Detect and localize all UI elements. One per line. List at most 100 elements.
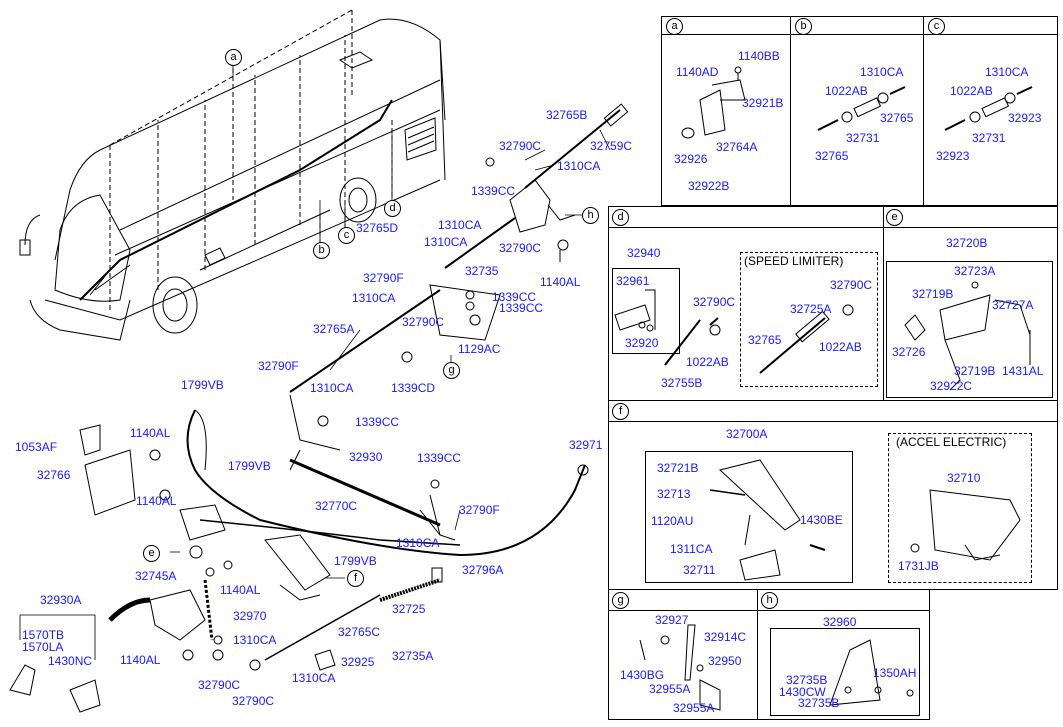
part-label[interactable]: 1140AL bbox=[136, 494, 177, 508]
part-label[interactable]: 32700A bbox=[726, 427, 768, 441]
part-label[interactable]: 1140AL bbox=[540, 275, 581, 289]
part-label[interactable]: 1339CD bbox=[391, 381, 436, 395]
part-label[interactable]: 32790C bbox=[499, 241, 542, 255]
part-label[interactable]: 32731 bbox=[972, 131, 1006, 145]
part-label[interactable]: 1310CA bbox=[438, 218, 482, 232]
part-label[interactable]: 32765D bbox=[356, 221, 399, 235]
part-label[interactable]: 1430BE bbox=[800, 513, 843, 527]
part-label[interactable]: 32790C bbox=[499, 139, 542, 153]
part-label[interactable]: 32955A bbox=[673, 701, 715, 715]
part-label[interactable]: 1570LA bbox=[22, 640, 64, 654]
part-label[interactable]: 32770C bbox=[315, 499, 358, 513]
part-label[interactable]: 32950 bbox=[708, 654, 742, 668]
part-label[interactable]: 1350AH bbox=[873, 666, 917, 680]
part-label[interactable]: 32790C bbox=[693, 295, 736, 309]
part-label[interactable]: 32727A bbox=[992, 298, 1034, 312]
part-label[interactable]: 1310CA bbox=[310, 381, 354, 395]
part-label[interactable]: 1310CA bbox=[557, 159, 601, 173]
callout-c[interactable]: c bbox=[338, 227, 355, 244]
part-label[interactable]: 32790C bbox=[232, 694, 275, 708]
part-label[interactable]: 32711 bbox=[683, 563, 716, 577]
part-label[interactable]: 32970 bbox=[233, 609, 267, 623]
part-label[interactable]: 1311CA bbox=[670, 542, 713, 556]
part-label[interactable]: 32723A bbox=[954, 264, 996, 278]
part-label[interactable]: 1570TB bbox=[22, 628, 65, 642]
part-label[interactable]: 32765 bbox=[748, 333, 782, 347]
part-label[interactable]: 32735B bbox=[798, 696, 840, 710]
part-label[interactable]: 32759C bbox=[590, 139, 633, 153]
part-label[interactable]: 1022AB bbox=[686, 355, 729, 369]
part-label[interactable]: 32790C bbox=[198, 678, 241, 692]
part-label[interactable]: 32764A bbox=[716, 140, 758, 154]
part-label[interactable]: 32790F bbox=[459, 503, 500, 517]
part-label[interactable]: 1430NC bbox=[48, 654, 93, 668]
part-label[interactable]: 32721B bbox=[657, 461, 699, 475]
part-label[interactable]: 1339CC bbox=[499, 301, 544, 315]
part-label[interactable]: 1022AB bbox=[950, 84, 993, 98]
part-label[interactable]: 32790C bbox=[402, 315, 445, 329]
part-label[interactable]: 32940 bbox=[627, 246, 661, 260]
part-label[interactable]: 32926 bbox=[674, 152, 708, 166]
part-label[interactable]: 32725A bbox=[790, 302, 832, 316]
part-label[interactable]: 32719B bbox=[912, 287, 954, 301]
part-label[interactable]: 1129AC bbox=[458, 342, 501, 356]
part-label[interactable]: 32735A bbox=[392, 649, 434, 663]
part-label[interactable]: 32710 bbox=[947, 471, 981, 485]
part-label[interactable]: 32971 bbox=[569, 438, 603, 452]
callout-d[interactable]: d bbox=[384, 200, 401, 217]
part-label[interactable]: 1731JB bbox=[898, 559, 939, 573]
part-label[interactable]: 1140AL bbox=[220, 583, 261, 597]
callout-a[interactable]: a bbox=[225, 49, 242, 66]
part-label[interactable]: 1140AL bbox=[130, 426, 171, 440]
part-label[interactable]: 1310CA bbox=[396, 536, 440, 550]
part-label[interactable]: 32914C bbox=[704, 630, 747, 644]
part-label[interactable]: 32765 bbox=[815, 149, 849, 163]
part-label[interactable]: 32921B bbox=[742, 96, 784, 110]
part-label[interactable]: 1022AB bbox=[825, 84, 868, 98]
part-label[interactable]: 32765C bbox=[338, 625, 381, 639]
part-label[interactable]: 32927 bbox=[655, 613, 689, 627]
part-label[interactable]: 32961 bbox=[616, 274, 650, 288]
part-label[interactable]: 32925 bbox=[341, 655, 375, 669]
callout-h[interactable]: h bbox=[582, 207, 599, 224]
callout-g[interactable]: g bbox=[443, 362, 460, 379]
part-label[interactable]: 32755B bbox=[661, 376, 703, 390]
part-label[interactable]: 1120AU bbox=[651, 514, 694, 528]
part-label[interactable]: 1140AL bbox=[120, 653, 161, 667]
part-label[interactable]: 32922B bbox=[688, 179, 730, 193]
part-label[interactable]: 32713 bbox=[657, 487, 691, 501]
callout-f[interactable]: f bbox=[347, 570, 364, 587]
part-label[interactable]: 32725 bbox=[392, 602, 426, 616]
part-label[interactable]: 32765 bbox=[880, 111, 914, 125]
part-label[interactable]: 1053AF bbox=[15, 440, 58, 454]
part-label[interactable]: 32930A bbox=[40, 593, 82, 607]
part-label[interactable]: 1430BG bbox=[620, 668, 665, 682]
part-label[interactable]: 32719B bbox=[954, 364, 996, 378]
part-label[interactable]: 1339CC bbox=[355, 415, 400, 429]
part-label[interactable]: 1310CA bbox=[985, 65, 1029, 79]
part-label[interactable]: 1022AB bbox=[819, 340, 862, 354]
part-label[interactable]: 32796A bbox=[462, 563, 504, 577]
part-label[interactable]: 32955A bbox=[649, 682, 691, 696]
part-label[interactable]: 1310CA bbox=[292, 671, 336, 685]
part-label[interactable]: 32930 bbox=[349, 450, 383, 464]
part-label[interactable]: 1339CC bbox=[417, 451, 462, 465]
part-label[interactable]: 32765A bbox=[313, 322, 355, 336]
part-label[interactable]: 1339CC bbox=[492, 290, 537, 304]
part-label[interactable]: 32726 bbox=[892, 345, 926, 359]
part-label[interactable]: 32735B bbox=[786, 673, 828, 687]
part-label[interactable]: 1799VB bbox=[228, 459, 271, 473]
part-label[interactable]: 32790F bbox=[258, 359, 299, 373]
callout-e[interactable]: e bbox=[143, 545, 160, 562]
part-label[interactable]: 32790F bbox=[363, 271, 404, 285]
part-label[interactable]: 32766 bbox=[37, 468, 71, 482]
part-label[interactable]: 1310CA bbox=[860, 65, 904, 79]
part-label[interactable]: 32960 bbox=[823, 615, 857, 629]
part-label[interactable]: 1140AD bbox=[676, 65, 719, 79]
callout-b[interactable]: b bbox=[313, 242, 330, 259]
part-label[interactable]: 1430CW bbox=[779, 685, 826, 699]
part-label[interactable]: 32920 bbox=[625, 336, 659, 350]
part-label[interactable]: 32765B bbox=[546, 108, 588, 122]
part-label[interactable]: 32790C bbox=[830, 278, 873, 292]
part-label[interactable]: 1310CA bbox=[233, 633, 277, 647]
